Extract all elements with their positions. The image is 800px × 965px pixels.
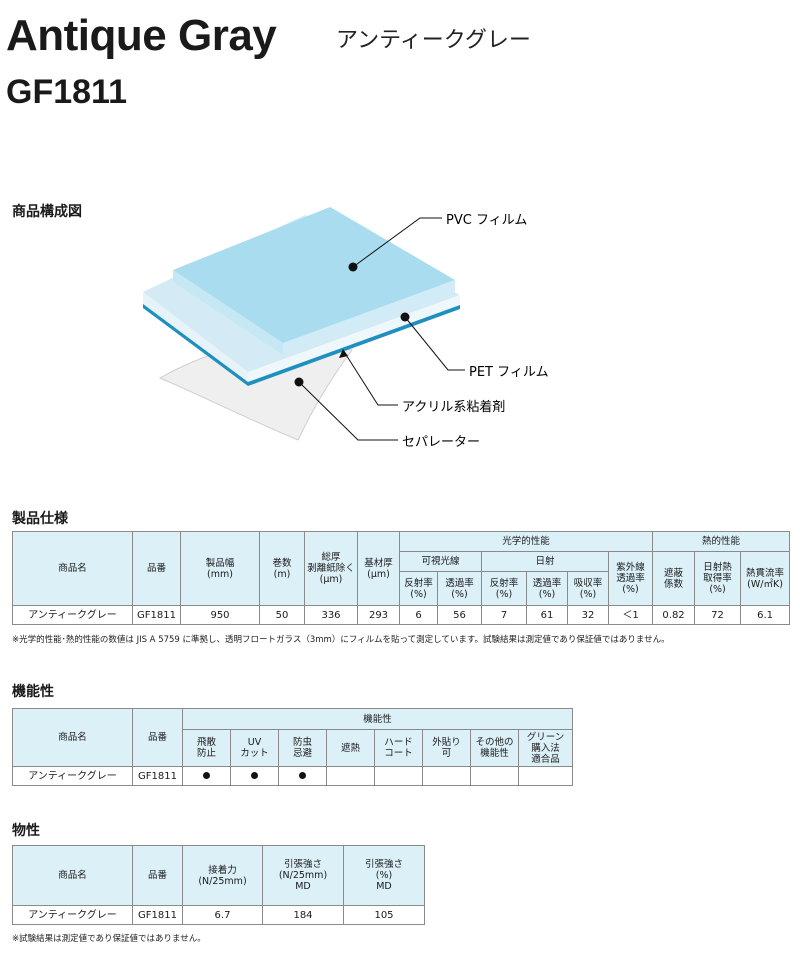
physical-cell-elongation: 105 xyxy=(343,905,425,925)
function-cell-mark xyxy=(326,766,375,786)
spec-cell-base: 293 xyxy=(357,605,400,625)
function-header-col: 遮熱 xyxy=(326,729,375,767)
spec-header-shading: 遮蔽 係数 xyxy=(652,551,696,606)
spec-header-solar-gain: 日射熱 取得率 (%) xyxy=(694,551,742,606)
section-structure-title: 商品構成図 xyxy=(12,204,82,220)
spec-cell-name: アンティークグレー xyxy=(12,605,133,625)
spec-note: ※光学的性能･熱的性能の数値は JIS A 5759 に準拠し、透明フロートガラ… xyxy=(12,635,670,645)
spec-header-s-reflect: 反射率 (%) xyxy=(481,571,527,606)
physical-cell-adhesion: 6.7 xyxy=(182,905,263,925)
table-row: アンティークグレー GF1811 xyxy=(12,766,574,786)
spec-table: 商品名 品番 製品幅 (mm) 巻数 (m) 総厚 剥離紙除く (μm) 基材厚… xyxy=(12,531,791,625)
function-cell-mark xyxy=(278,766,327,786)
spec-cell-uv: ＜1 xyxy=(607,605,654,625)
separator-label: セパレーター xyxy=(402,435,480,450)
function-header-col: 防虫 忌避 xyxy=(278,729,327,767)
physical-header-code: 品番 xyxy=(132,845,183,906)
spec-header-s-absorb: 吸収率 (%) xyxy=(567,571,609,606)
filled-circle-icon xyxy=(251,771,258,779)
spec-cell-heat-flow: 6.1 xyxy=(740,605,791,625)
function-cell-code: GF1811 xyxy=(132,766,183,786)
section-spec-title: 製品仕様 xyxy=(12,511,68,527)
spec-header-solar: 日射 xyxy=(481,551,609,572)
function-header-name: 商品名 xyxy=(12,708,133,767)
spec-cell-v-trans: 56 xyxy=(437,605,482,625)
function-cell-mark xyxy=(230,766,279,786)
spec-header-v-reflect: 反射率 (%) xyxy=(399,571,438,606)
spec-header-s-trans: 透過率 (%) xyxy=(526,571,568,606)
filled-circle-icon xyxy=(203,771,210,779)
function-header-col: 飛散 防止 xyxy=(182,729,231,767)
section-function-title: 機能性 xyxy=(12,684,54,700)
function-header-col: UV カット xyxy=(230,729,279,767)
spec-header-visible: 可視光線 xyxy=(399,551,482,572)
function-header-group: 機能性 xyxy=(181,708,574,730)
spec-cell-code: GF1811 xyxy=(132,605,181,625)
function-cell-mark xyxy=(422,766,471,786)
function-header-col: グリーン 購入法 適合品 xyxy=(517,729,574,767)
physical-cell-code: GF1811 xyxy=(132,905,183,925)
product-title: Antique Gray xyxy=(6,11,277,60)
spec-cell-s-reflect: 7 xyxy=(481,605,527,625)
pet-label: PET フィルム xyxy=(469,365,549,380)
physical-header-elongation: 引張強さ (%) MD xyxy=(343,845,425,906)
spec-header-base: 基材厚 (μm) xyxy=(357,531,400,606)
section-physical-title: 物性 xyxy=(12,823,40,839)
filled-circle-icon xyxy=(299,771,306,779)
function-cell-mark xyxy=(182,766,231,786)
structure-diagram: PVC フィルム PET フィルム アクリル系粘着剤 セパレーター xyxy=(143,207,549,450)
spec-cell-total: 336 xyxy=(304,605,358,625)
spec-header-uv: 紫外線 透過率 (%) xyxy=(607,551,654,606)
table-row: アンティークグレー GF1811 6.7 184 105 xyxy=(12,905,425,925)
function-cell-mark xyxy=(517,766,574,786)
adhesive-label: アクリル系粘着剤 xyxy=(402,399,505,415)
spec-cell-shading: 0.82 xyxy=(652,605,696,625)
physical-table: 商品名 品番 接着力 (N/25mm) 引張強さ (N/25mm) MD 引張強… xyxy=(12,845,425,925)
function-cell-name: アンティークグレー xyxy=(12,766,133,786)
pvc-layer xyxy=(173,207,455,343)
adhesive-layer xyxy=(143,304,248,386)
spec-cell-width: 950 xyxy=(180,605,260,625)
spec-header-thermal: 熱的性能 xyxy=(652,531,791,552)
physical-header-name: 商品名 xyxy=(12,845,133,906)
spec-cell-v-reflect: 6 xyxy=(399,605,438,625)
spec-header-name: 商品名 xyxy=(12,531,133,606)
table-row: アンティークグレー GF1811 950 50 336 293 6 56 7 6… xyxy=(12,605,791,625)
function-cell-mark xyxy=(374,766,423,786)
pvc-label: PVC フィルム xyxy=(446,213,527,228)
product-code: GF1811 xyxy=(6,73,127,111)
function-header-col: ハード コート xyxy=(374,729,423,767)
function-cell-mark xyxy=(470,766,519,786)
spec-header-width: 製品幅 (mm) xyxy=(180,531,260,606)
physical-header-adhesion: 接着力 (N/25mm) xyxy=(182,845,263,906)
spec-header-heat-flow: 熱貫流率 (W/㎡K) xyxy=(740,551,791,606)
physical-header-tensile: 引張強さ (N/25mm) MD xyxy=(262,845,344,906)
spec-header-total: 総厚 剥離紙除く (μm) xyxy=(304,531,358,606)
spec-cell-solar-gain: 72 xyxy=(694,605,742,625)
spec-header-optical: 光学的性能 xyxy=(398,531,654,552)
physical-note: ※試験結果は測定値であり保証値ではありません。 xyxy=(12,934,206,944)
function-header-code: 品番 xyxy=(132,708,183,767)
spec-cell-rolls: 50 xyxy=(259,605,305,625)
physical-cell-tensile: 184 xyxy=(262,905,344,925)
spec-header-rolls: 巻数 (m) xyxy=(259,531,305,606)
physical-cell-name: アンティークグレー xyxy=(12,905,133,925)
spec-cell-s-trans: 61 xyxy=(526,605,568,625)
function-header-col: 外貼り 可 xyxy=(422,729,471,767)
function-header-col: その他の 機能性 xyxy=(470,729,519,767)
spec-header-code: 品番 xyxy=(132,531,181,606)
product-subtitle: アンティークグレー xyxy=(336,28,531,53)
spec-cell-s-absorb: 32 xyxy=(567,605,609,625)
spec-header-v-trans: 透過率 (%) xyxy=(437,571,482,606)
